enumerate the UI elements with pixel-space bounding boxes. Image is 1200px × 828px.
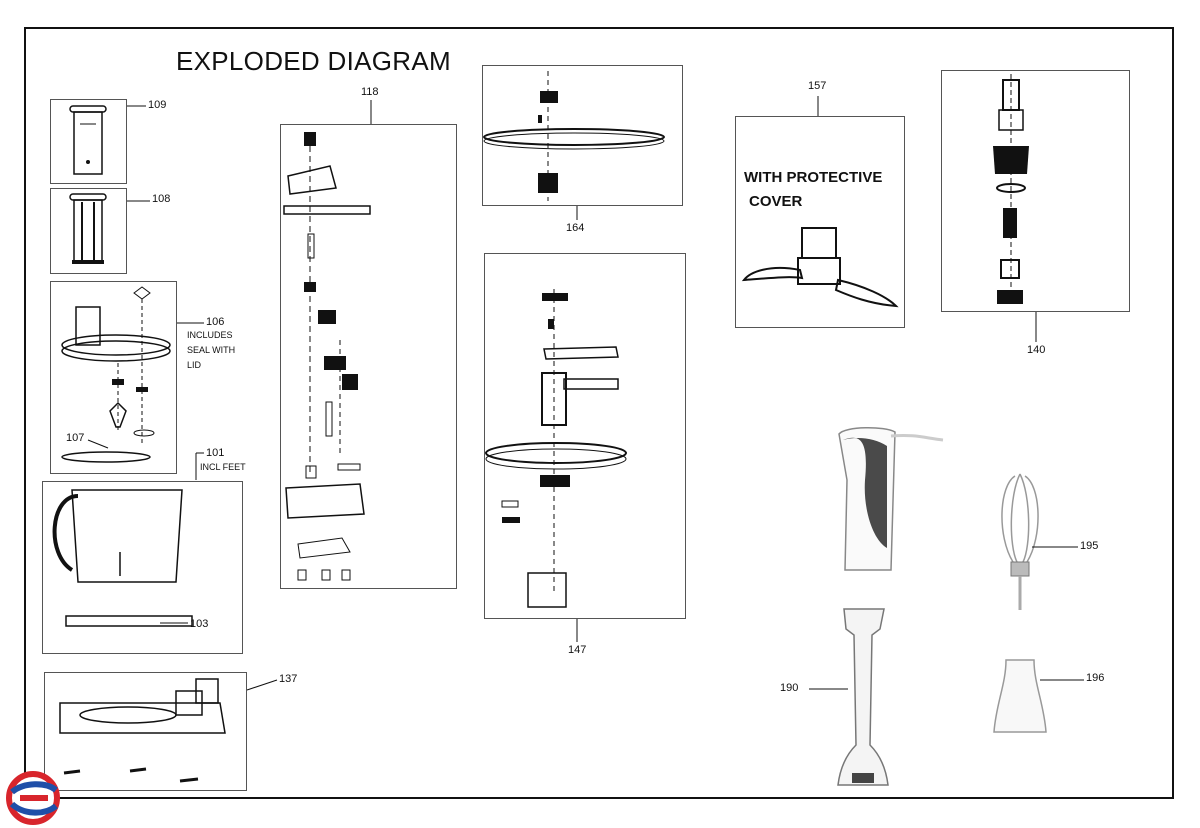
part-108-pusher: [69, 193, 107, 264]
part-107-label: 107: [66, 432, 85, 444]
part-164-box: [482, 65, 683, 206]
part-109-label: 109: [148, 99, 167, 111]
part-196-cover: [993, 659, 1047, 733]
part-118-label: 118: [361, 86, 379, 98]
part-140-drive-shaft: [993, 74, 1029, 304]
part-157-note-line1: WITH PROTECTIVE: [744, 169, 883, 186]
part-157-note-line2: COVER: [749, 193, 803, 210]
part-196-label: 196: [1086, 672, 1105, 684]
part-195-whisk: [1001, 473, 1039, 610]
part-108-box: [50, 188, 127, 274]
part-140-box: [941, 70, 1130, 312]
diagram-title: EXPLODED DIAGRAM: [176, 46, 451, 76]
part-164-label: 164: [566, 222, 585, 234]
part-101-box: [42, 481, 243, 654]
part-190-blending-shaft: [837, 608, 889, 786]
part-101-bowl: [52, 489, 193, 627]
part-164-slicing-disc: [483, 71, 665, 201]
diagram-frame: [24, 27, 1174, 799]
part-137-box: [44, 672, 247, 791]
part-109-box: [50, 99, 127, 184]
part-106-label: 106: [206, 316, 225, 328]
part-103-label: 103: [190, 618, 209, 630]
part-106-note-line3: LID: [187, 360, 202, 370]
part-106-note-line2: SEAL WITH: [187, 345, 236, 355]
part-140-label: 140: [1027, 344, 1046, 356]
part-109-pusher: [69, 105, 107, 175]
part-157-chopper-blade: [741, 227, 899, 308]
part-195-label: 195: [1080, 540, 1099, 552]
part-157-label: 157: [808, 80, 827, 92]
part-106-lid-assembly: [61, 286, 171, 463]
part-147-dicing-assembly: [485, 289, 627, 608]
brand-logo: [6, 771, 60, 825]
part-190-label: 190: [780, 682, 799, 694]
part-101-note: INCL FEET: [200, 462, 246, 472]
part-106-note-line1: INCLUDES: [187, 330, 233, 340]
part-157-box: [735, 116, 905, 328]
part-147-box: [484, 253, 686, 619]
part-147-label: 147: [568, 644, 587, 656]
part-137-label: 137: [279, 673, 298, 685]
part-101-label: 101: [206, 447, 225, 459]
part-106-box: [50, 281, 177, 474]
part-118-box: [280, 124, 457, 589]
part-137-base: [59, 678, 226, 783]
part-118-gear-assembly: [283, 132, 371, 581]
part-108-label: 108: [152, 193, 171, 205]
motor-handle: [838, 427, 944, 571]
